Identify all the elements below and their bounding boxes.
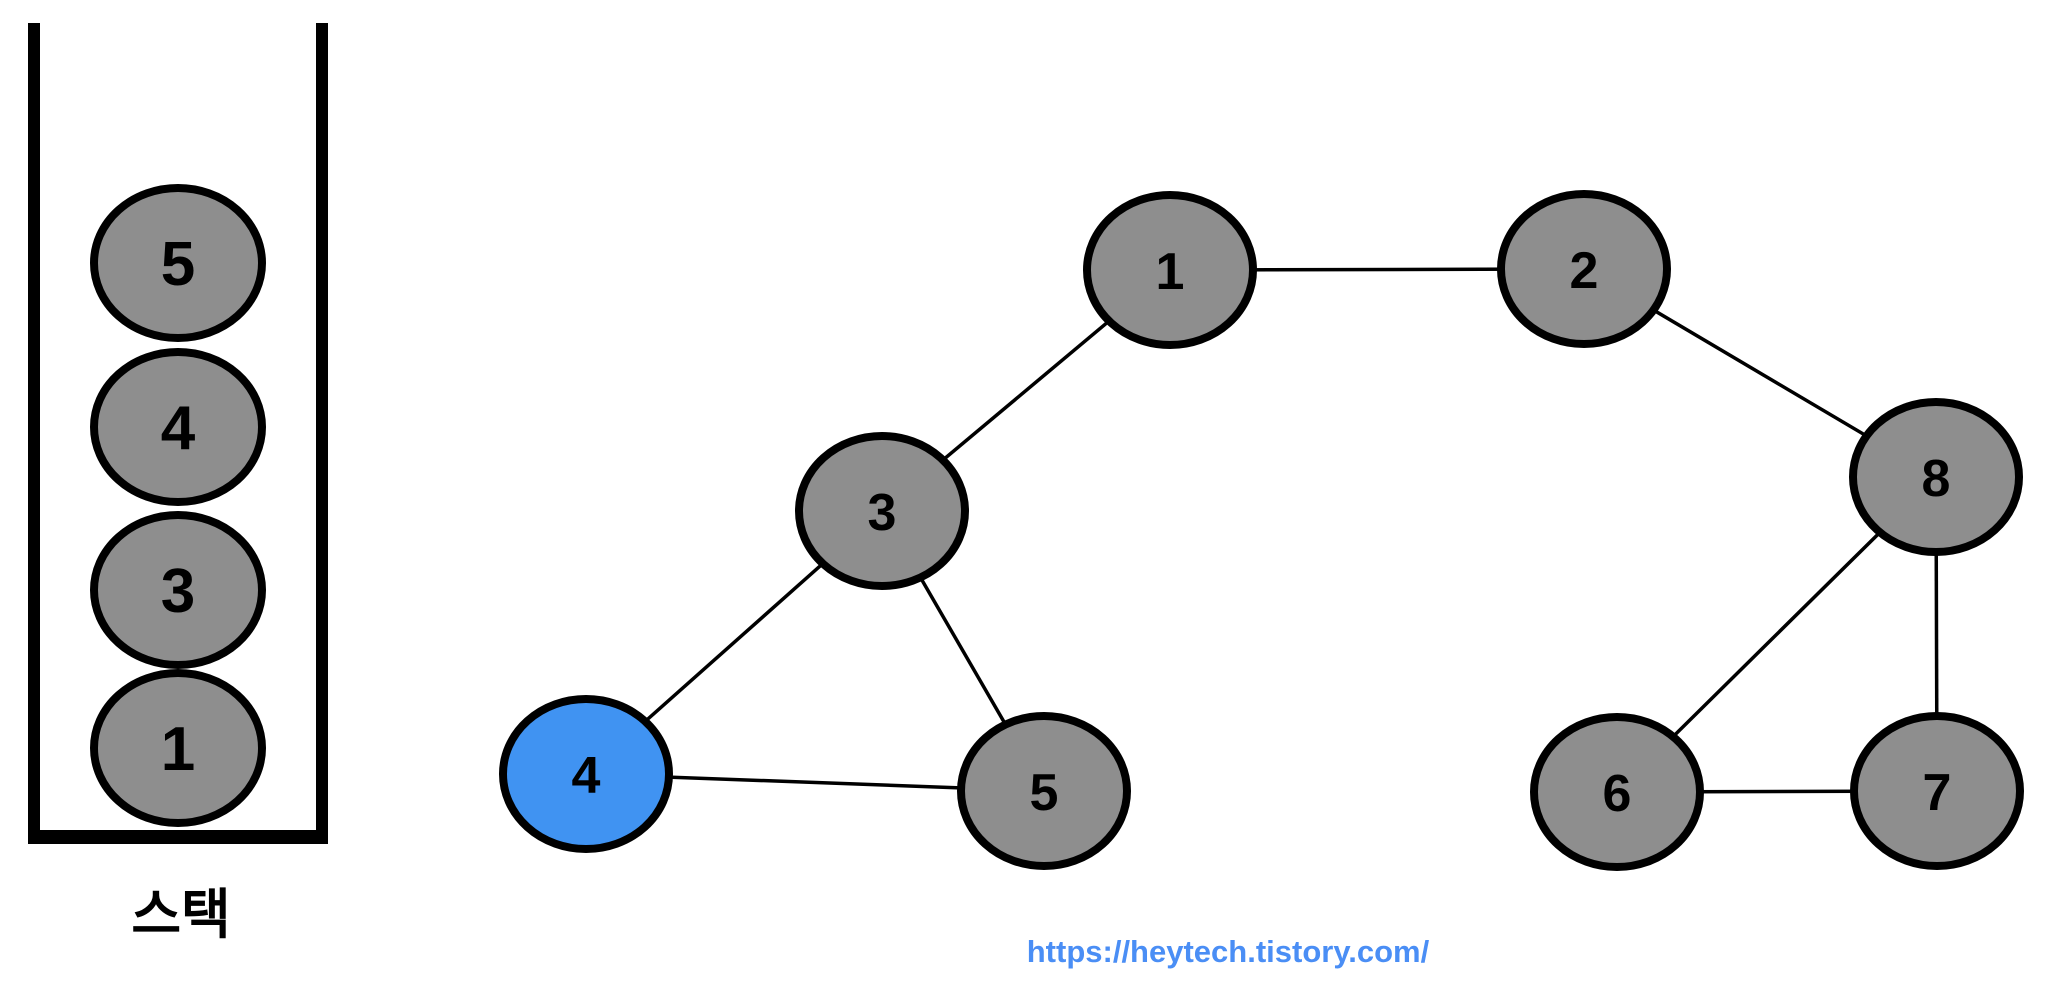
graph-node-2 [1497, 190, 1671, 348]
graph-node-6 [1530, 713, 1704, 871]
stack-node-3 [90, 511, 266, 669]
stack-wall-left [28, 23, 40, 844]
stack-wall-right [316, 23, 328, 844]
stack-container [28, 23, 328, 844]
stack-node-1 [90, 669, 266, 827]
edges-layer [584, 267, 1939, 794]
graph-node-3 [795, 432, 969, 590]
stack-wall-bottom [28, 830, 328, 844]
stack-label: 스택 [131, 885, 230, 945]
graph-node-4 [499, 695, 673, 853]
graph-node-5 [957, 712, 1131, 870]
site-url: https://heytech.tistory.com/ [1027, 934, 1430, 969]
stack-node-4 [90, 348, 266, 506]
graph-node-7 [1850, 712, 2024, 870]
graph-node-8 [1849, 398, 2023, 556]
graph-node-1 [1083, 191, 1257, 349]
stack-node-5 [90, 184, 266, 342]
